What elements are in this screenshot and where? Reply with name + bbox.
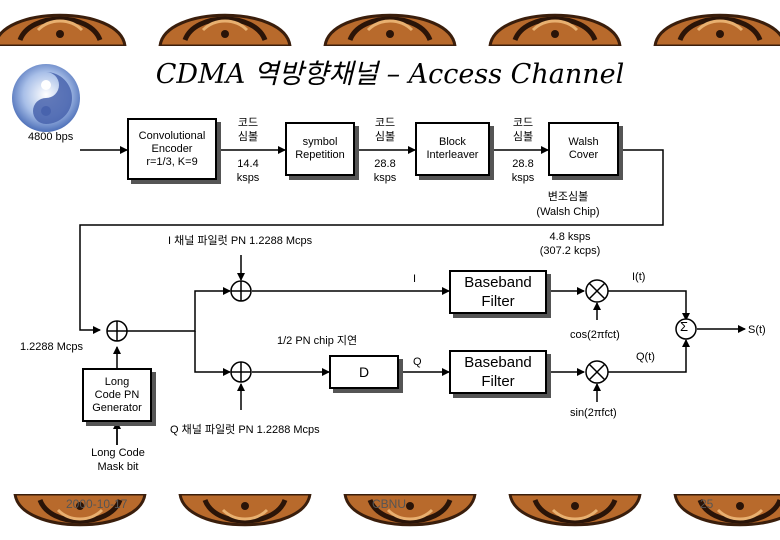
convolutional-encoder-block: Convolutional Encoder r=1/3, K=9 bbox=[127, 118, 217, 180]
wood-carving-ornament bbox=[323, 13, 457, 46]
chip-rate-label: 1.2288 Mcps bbox=[20, 341, 83, 353]
wood-carving-ornament bbox=[653, 13, 780, 46]
long-code-pn-generator-block: Long Code PN Generator bbox=[82, 368, 152, 422]
output-label: S(t) bbox=[748, 324, 766, 336]
code-symbol-label-2: 코드 심볼 bbox=[374, 117, 396, 143]
q-pilot-pn-label: Q 채널 파일럿 PN 1.2288 Mcps bbox=[170, 424, 320, 436]
i-mixer bbox=[585, 279, 609, 303]
sum-symbol: Σ bbox=[680, 319, 689, 334]
symbol-repetition-block: symbol Repetition bbox=[285, 122, 355, 176]
modulation-rate-label: 4.8 ksps (307.2 kcps) bbox=[539, 231, 601, 257]
q-branch-label: Q bbox=[413, 356, 422, 368]
code-symbol-label-3: 코드 심볼 bbox=[512, 117, 534, 143]
i-t-label: I(t) bbox=[632, 271, 646, 283]
rate-label-2: 28.8 ksps bbox=[373, 158, 397, 184]
wood-carving-ornament bbox=[508, 494, 642, 527]
wood-carving-ornament bbox=[343, 494, 477, 527]
i-pilot-pn-label: I 채널 파일럿 PN 1.2288 Mcps bbox=[168, 235, 313, 247]
footer-org: CBNU bbox=[372, 497, 407, 511]
q-t-label: Q(t) bbox=[636, 351, 655, 363]
summing-node bbox=[675, 318, 697, 340]
code-symbol-label-1: 코드 심볼 bbox=[237, 117, 259, 143]
wood-carving-ornament bbox=[673, 494, 780, 527]
walsh-cover-block: Walsh Cover bbox=[548, 122, 619, 176]
half-chip-delay-label: 1/2 PN chip 지연 bbox=[277, 335, 358, 347]
i-baseband-filter-block: Baseband Filter bbox=[449, 270, 547, 314]
long-code-mask-label: Long Code Mask bit bbox=[91, 447, 145, 473]
i-branch-label: I bbox=[413, 273, 417, 285]
wood-carving-ornament bbox=[0, 13, 127, 46]
footer-date: 2000-10-17 bbox=[66, 497, 128, 511]
wood-carving-ornament bbox=[158, 13, 292, 46]
delay-block: D bbox=[329, 355, 399, 389]
sin-carrier-label: sin(2πfct) bbox=[570, 407, 617, 419]
wood-carving-ornament bbox=[178, 494, 312, 527]
walsh-chip-label: (Walsh Chip) bbox=[536, 206, 600, 218]
q-baseband-filter-block: Baseband Filter bbox=[449, 350, 547, 394]
wood-carving-ornament bbox=[13, 494, 147, 527]
modulation-symbol-label: 변조심볼 bbox=[547, 191, 589, 203]
q-mixer bbox=[585, 360, 609, 384]
block-interleaver-block: Block Interleaver bbox=[415, 122, 490, 176]
q-pilot-adder bbox=[230, 361, 252, 383]
rate-label-3: 28.8 ksps bbox=[511, 158, 535, 184]
cos-carrier-label: cos(2πfct) bbox=[570, 329, 620, 341]
decorative-top-band bbox=[0, 0, 780, 46]
footer-page-number: 25 bbox=[700, 497, 714, 511]
decorative-bottom-band bbox=[0, 494, 780, 540]
i-pilot-adder bbox=[230, 280, 252, 302]
wood-carving-ornament bbox=[488, 13, 622, 46]
swirl-logo-icon bbox=[12, 64, 80, 132]
long-code-adder bbox=[106, 320, 128, 342]
slide-title: CDMA 역방향채널 – Access Channel bbox=[155, 59, 625, 90]
input-rate-label: 4800 bps bbox=[28, 131, 74, 143]
rate-label-1: 14.4 ksps bbox=[236, 158, 260, 184]
